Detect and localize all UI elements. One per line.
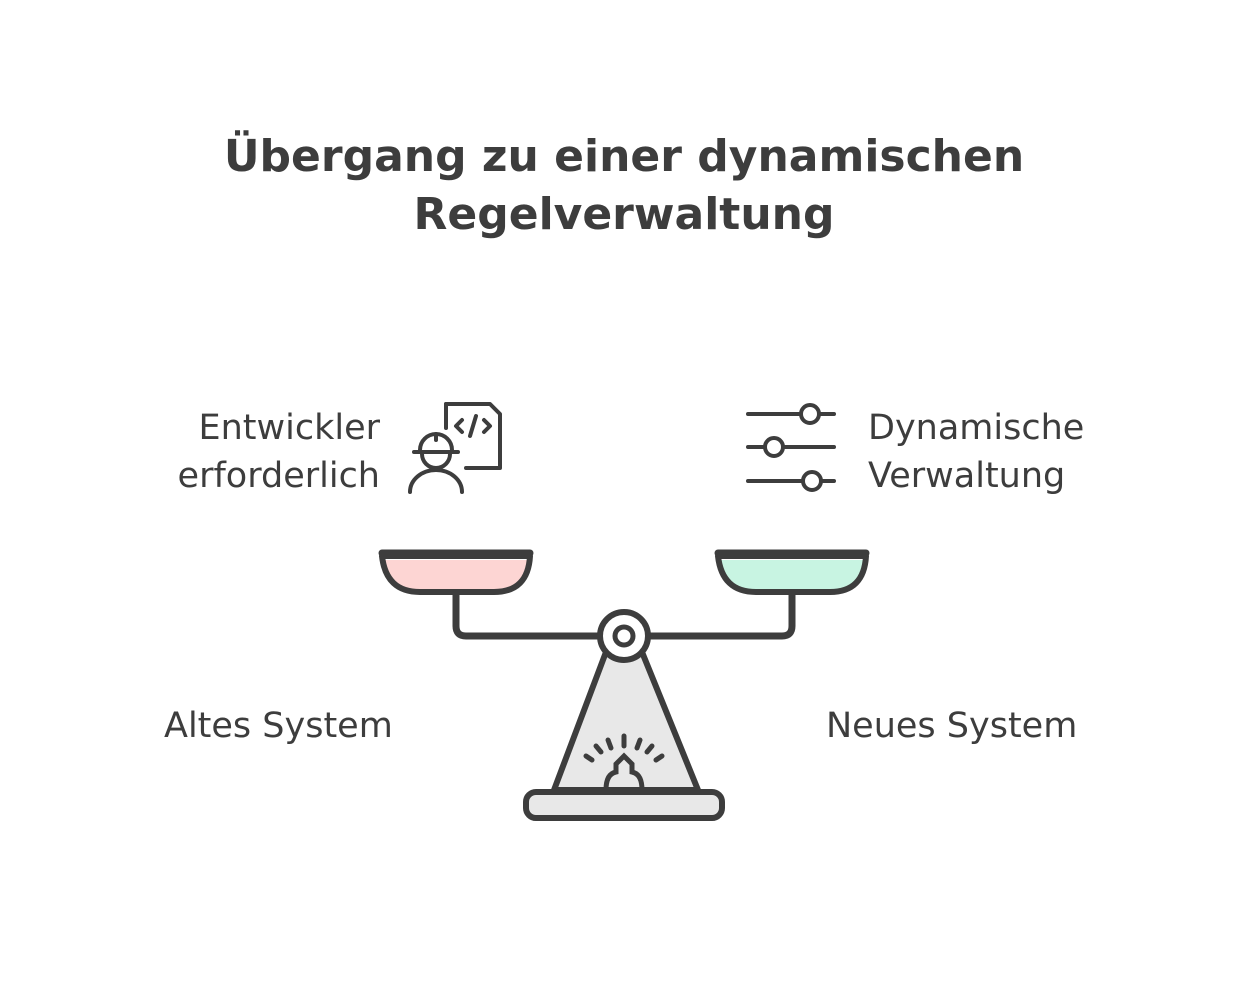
- gauge-icon: [583, 733, 665, 793]
- developer-code-icon: [408, 402, 502, 494]
- left-bottom-label: Altes System: [164, 706, 393, 746]
- left-top-label: Entwickler erforderlich: [120, 404, 380, 500]
- right-top-label-line-2: Verwaltung: [868, 456, 1066, 496]
- title-line-1: Übergang zu einer dynamischen: [223, 131, 1025, 182]
- left-top-label-line-2: erforderlich: [177, 456, 380, 496]
- scale-stand: [551, 649, 701, 793]
- left-pan: [378, 549, 534, 595]
- scale-base: [523, 789, 725, 821]
- left-top-label-line-1: Entwickler: [198, 408, 380, 448]
- right-bottom-label: Neues System: [826, 706, 1078, 746]
- right-top-label: Dynamische Verwaltung: [868, 404, 1084, 500]
- title-line-2: Regelverwaltung: [413, 189, 835, 240]
- scale-pivot: [597, 609, 651, 663]
- right-top-label-line-1: Dynamische: [868, 408, 1085, 448]
- right-pan: [714, 549, 870, 595]
- sliders-icon: [746, 403, 836, 492]
- diagram-title: Übergang zu einer dynamischen Regelverwa…: [0, 128, 1248, 244]
